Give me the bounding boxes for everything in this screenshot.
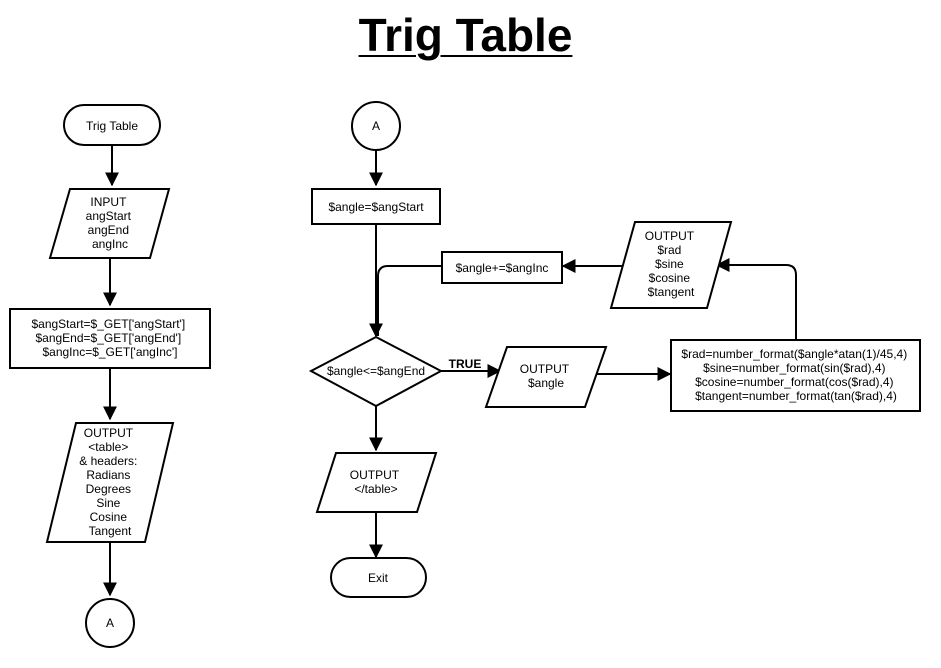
edges (103, 146, 797, 597)
node-output-values-label: OUTPUT $rad $sine $cosine $tangent (645, 229, 697, 299)
diagram-title: Trig Table (358, 9, 573, 61)
node-exit: Exit (330, 557, 427, 598)
node-increment-label: $angle+=$angInc (456, 261, 549, 275)
node-start: Trig Table (63, 104, 161, 146)
node-connector-in-label: A (372, 119, 380, 133)
node-connector-out: A (85, 598, 135, 648)
node-start-label: Trig Table (86, 119, 138, 133)
node-exit-label: Exit (368, 571, 389, 585)
node-input-label: INPUT angStart angEnd angInc (86, 195, 135, 251)
edge-increment-to-decision (377, 265, 441, 336)
node-connector-out-label: A (106, 616, 114, 630)
node-init-angle-label: $angle=$angStart (328, 200, 424, 214)
node-output-table-label: OUTPUT <table> & headers: Radians Degree… (79, 426, 140, 538)
node-input: INPUT angStart angEnd angInc (48, 188, 171, 259)
node-output-table: OUTPUT <table> & headers: Radians Degree… (45, 422, 175, 543)
node-init-angle: $angle=$angStart (311, 188, 441, 225)
node-output-values: OUTPUT $rad $sine $cosine $tangent (609, 221, 733, 309)
node-increment: $angle+=$angInc (441, 251, 563, 284)
node-output-angle: OUTPUT $angle (484, 346, 608, 408)
node-decision-label: $angle<=$angEnd (327, 364, 425, 378)
node-get-vars-label: $angStart=$_GET['angStart'] $angEnd=$_GE… (31, 317, 188, 359)
node-output-angle-label: OUTPUT $angle (520, 362, 572, 390)
node-decision: $angle<=$angEnd (308, 335, 444, 408)
node-connector-in: A (351, 101, 401, 151)
node-output-close-label: OUTPUT </table> (350, 468, 402, 496)
node-output-close: OUTPUT </table> (315, 452, 438, 513)
node-compute-label: $rad=number_format($angle*atan(1)/45,4) … (681, 347, 910, 403)
node-get-vars: $angStart=$_GET['angStart'] $angEnd=$_GE… (9, 308, 211, 369)
node-compute: $rad=number_format($angle*atan(1)/45,4) … (670, 339, 921, 412)
edge-compute-to-output-values (715, 258, 797, 339)
edge-label-true: TRUE (449, 357, 482, 371)
